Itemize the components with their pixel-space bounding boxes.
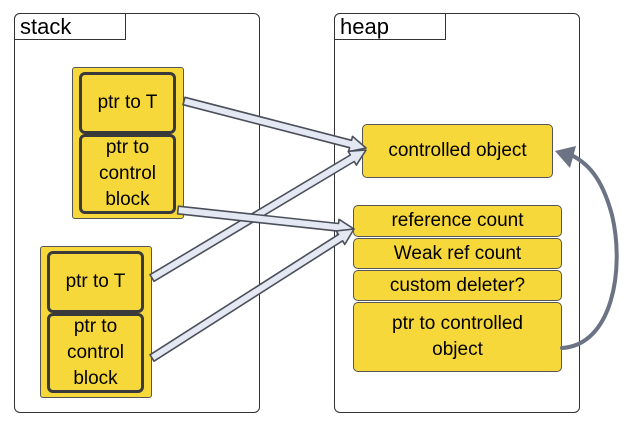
stack-pointer-b-ptr-to-control-block: ptr to control block bbox=[47, 313, 144, 393]
stack-pointer-b-ptr-to-t-label: ptr to T bbox=[65, 271, 126, 292]
stack-pointer-a-ptr-to-t: ptr to T bbox=[79, 72, 176, 134]
weak-ref-count-label: Weak ref count bbox=[393, 242, 522, 264]
stack-pointer-a-ptr-to-control-block-label: ptr to control block bbox=[98, 137, 157, 210]
stack-frame-tab: stack bbox=[14, 13, 126, 40]
controlled-object: controlled object bbox=[362, 124, 553, 178]
control-block-weak-ref-count: Weak ref count bbox=[353, 238, 562, 269]
controlled-object-label: controlled object bbox=[388, 140, 527, 161]
stack-label: stack bbox=[20, 14, 72, 39]
stack-pointer-b-ptr-to-t: ptr to T bbox=[47, 251, 144, 313]
ptr-to-controlled-object-label: ptr to controlled object bbox=[392, 313, 523, 360]
control-block-custom-deleter: custom deleter? bbox=[353, 270, 562, 301]
stack-pointer-b: ptr to T ptr to control block bbox=[40, 246, 152, 398]
stack-pointer-a-ptr-to-control-block: ptr to control block bbox=[79, 134, 176, 214]
stack-pointer-a: ptr to T ptr to control block bbox=[72, 67, 184, 219]
control-block-ptr-to-controlled-object: ptr to controlled object bbox=[353, 302, 562, 372]
control-block-reference-count: reference count bbox=[353, 205, 562, 237]
custom-deleter-label: custom deleter? bbox=[389, 274, 526, 296]
stack-pointer-a-ptr-to-t-label: ptr to T bbox=[97, 92, 158, 113]
stack-pointer-b-ptr-to-control-block-label: ptr to control block bbox=[66, 316, 125, 389]
reference-count-label: reference count bbox=[391, 210, 524, 231]
heap-label: heap bbox=[340, 14, 389, 39]
heap-frame-tab: heap bbox=[334, 13, 446, 40]
